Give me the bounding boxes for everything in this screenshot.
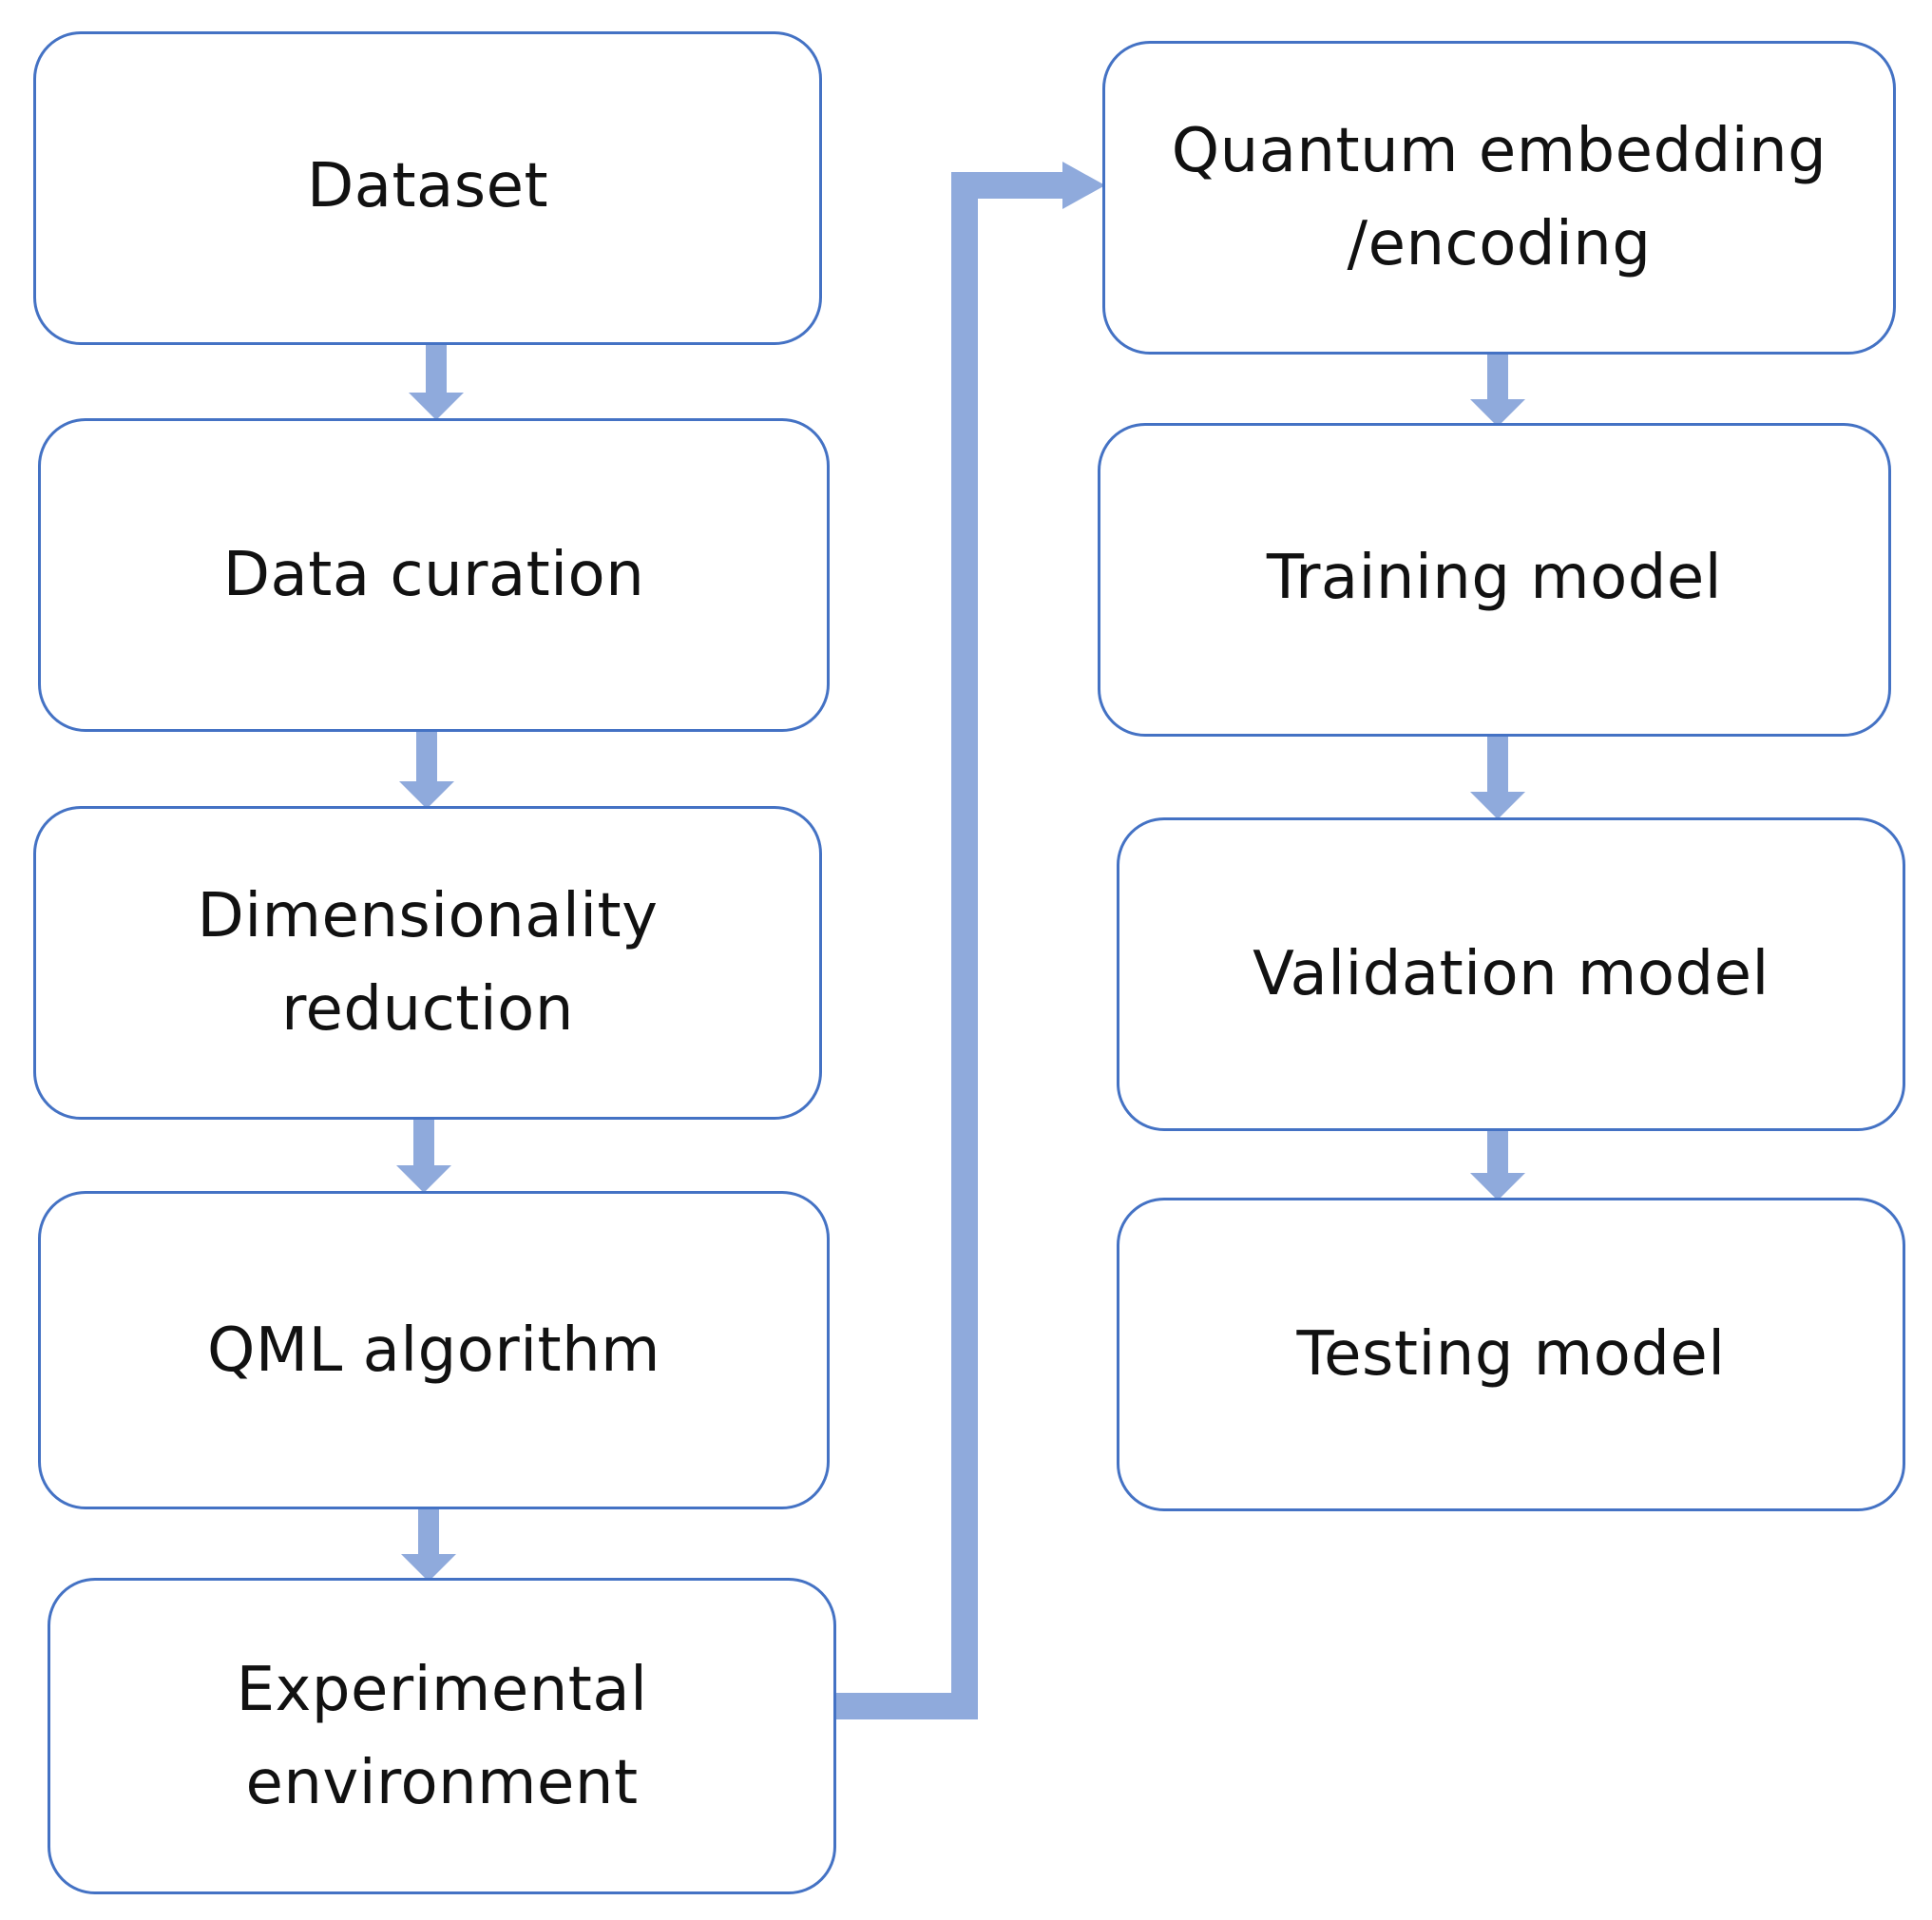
node-dataset-label: Dataset [306, 151, 549, 221]
node-quantum-embedding-label-line1: Quantum embedding [1171, 116, 1827, 186]
node-qml-algorithm: QML algorithm [38, 1191, 830, 1509]
arrow-data-curation-to-dimensionality-reduction [399, 727, 454, 809]
arrow-quantum-embedding-to-training-model [1470, 352, 1525, 427]
node-experimental-environment-label-line2: environment [245, 1747, 639, 1818]
arrow-dataset-to-data-curation [409, 342, 464, 420]
node-training-model: Training model [1098, 423, 1891, 737]
node-experimental-environment-label-line1: Experimental [236, 1654, 648, 1725]
node-validation-model-label: Validation model [1253, 939, 1769, 1009]
arrow-validation-model-to-testing-model [1470, 1128, 1525, 1200]
node-dimensionality-reduction: Dimensionality reduction [33, 806, 822, 1120]
node-testing-model-label: Testing model [1296, 1319, 1726, 1390]
node-dataset: Dataset [33, 31, 822, 345]
node-dimensionality-reduction-label-line2: reduction [281, 974, 574, 1045]
node-validation-model: Validation model [1117, 817, 1905, 1131]
node-quantum-embedding-label-line2: /encoding [1347, 209, 1652, 279]
node-data-curation-label: Data curation [222, 540, 645, 610]
node-dimensionality-reduction-label-line1: Dimensionality [197, 881, 659, 951]
node-training-model-label: Training model [1266, 543, 1723, 613]
arrow-experimental-environment-to-quantum-embedding [836, 162, 1105, 1719]
node-testing-model: Testing model [1117, 1198, 1905, 1511]
node-data-curation: Data curation [38, 418, 830, 732]
arrow-dimensionality-reduction-to-qml-algorithm [396, 1117, 451, 1193]
arrow-qml-algorithm-to-experimental-environment [401, 1507, 456, 1582]
node-experimental-environment: Experimental environment [48, 1578, 836, 1894]
node-quantum-embedding: Quantum embedding /encoding [1102, 41, 1896, 355]
node-qml-algorithm-label: QML algorithm [207, 1315, 660, 1386]
arrow-training-model-to-validation-model [1470, 734, 1525, 819]
